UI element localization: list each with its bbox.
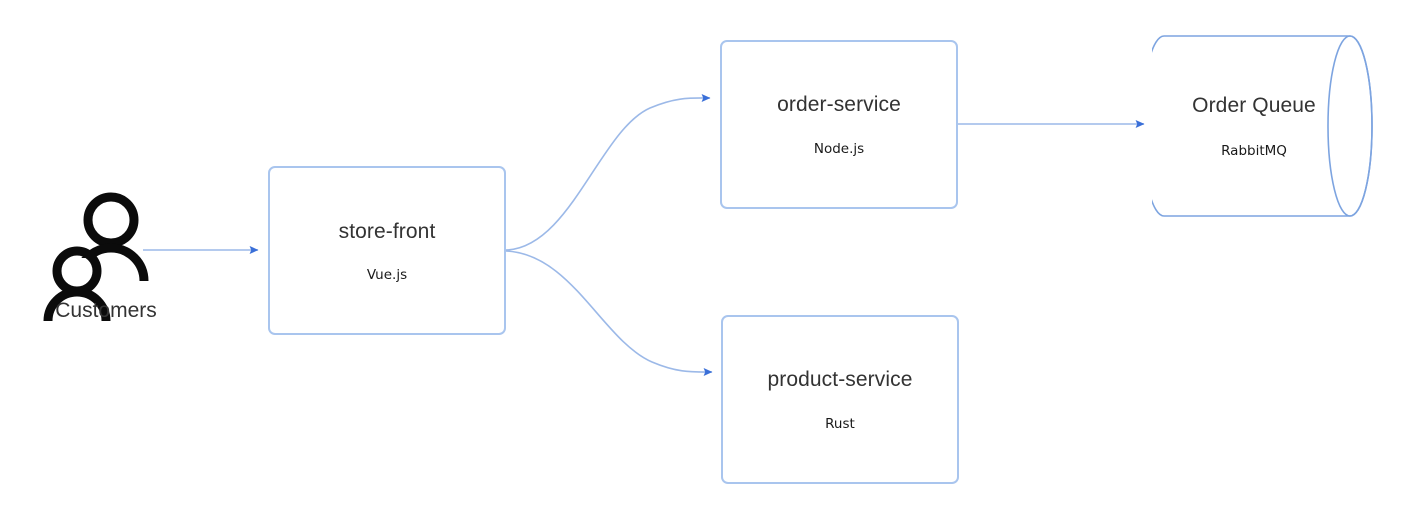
edge-store-front-to-order-service: [505, 93, 711, 251]
node-order-service[interactable]: order-service Node.js: [720, 40, 958, 209]
node-title: store-front: [338, 220, 436, 243]
node-store-front[interactable]: store-front Vue.js: [268, 166, 506, 335]
node-product-service[interactable]: product-service Rust: [721, 315, 959, 484]
node-subtitle: RabbitMQ: [1221, 142, 1287, 159]
node-subtitle: Node.js: [813, 140, 865, 157]
node-title: order-service: [777, 92, 901, 116]
actor-label: Customers: [55, 299, 157, 322]
node-title: product-service: [767, 367, 913, 391]
cylinder-shape: [1152, 35, 1373, 217]
node-subtitle: Vue.js: [366, 267, 408, 283]
node-subtitle: Rust: [825, 415, 855, 432]
node-title: Order Queue: [1192, 93, 1316, 117]
actor-customers[interactable]: Customers: [34, 188, 178, 338]
node-order-queue[interactable]: Order Queue RabbitMQ: [1152, 32, 1384, 220]
edge-store-front-to-product-service: [505, 250, 713, 377]
two-people-icon: [43, 192, 149, 322]
